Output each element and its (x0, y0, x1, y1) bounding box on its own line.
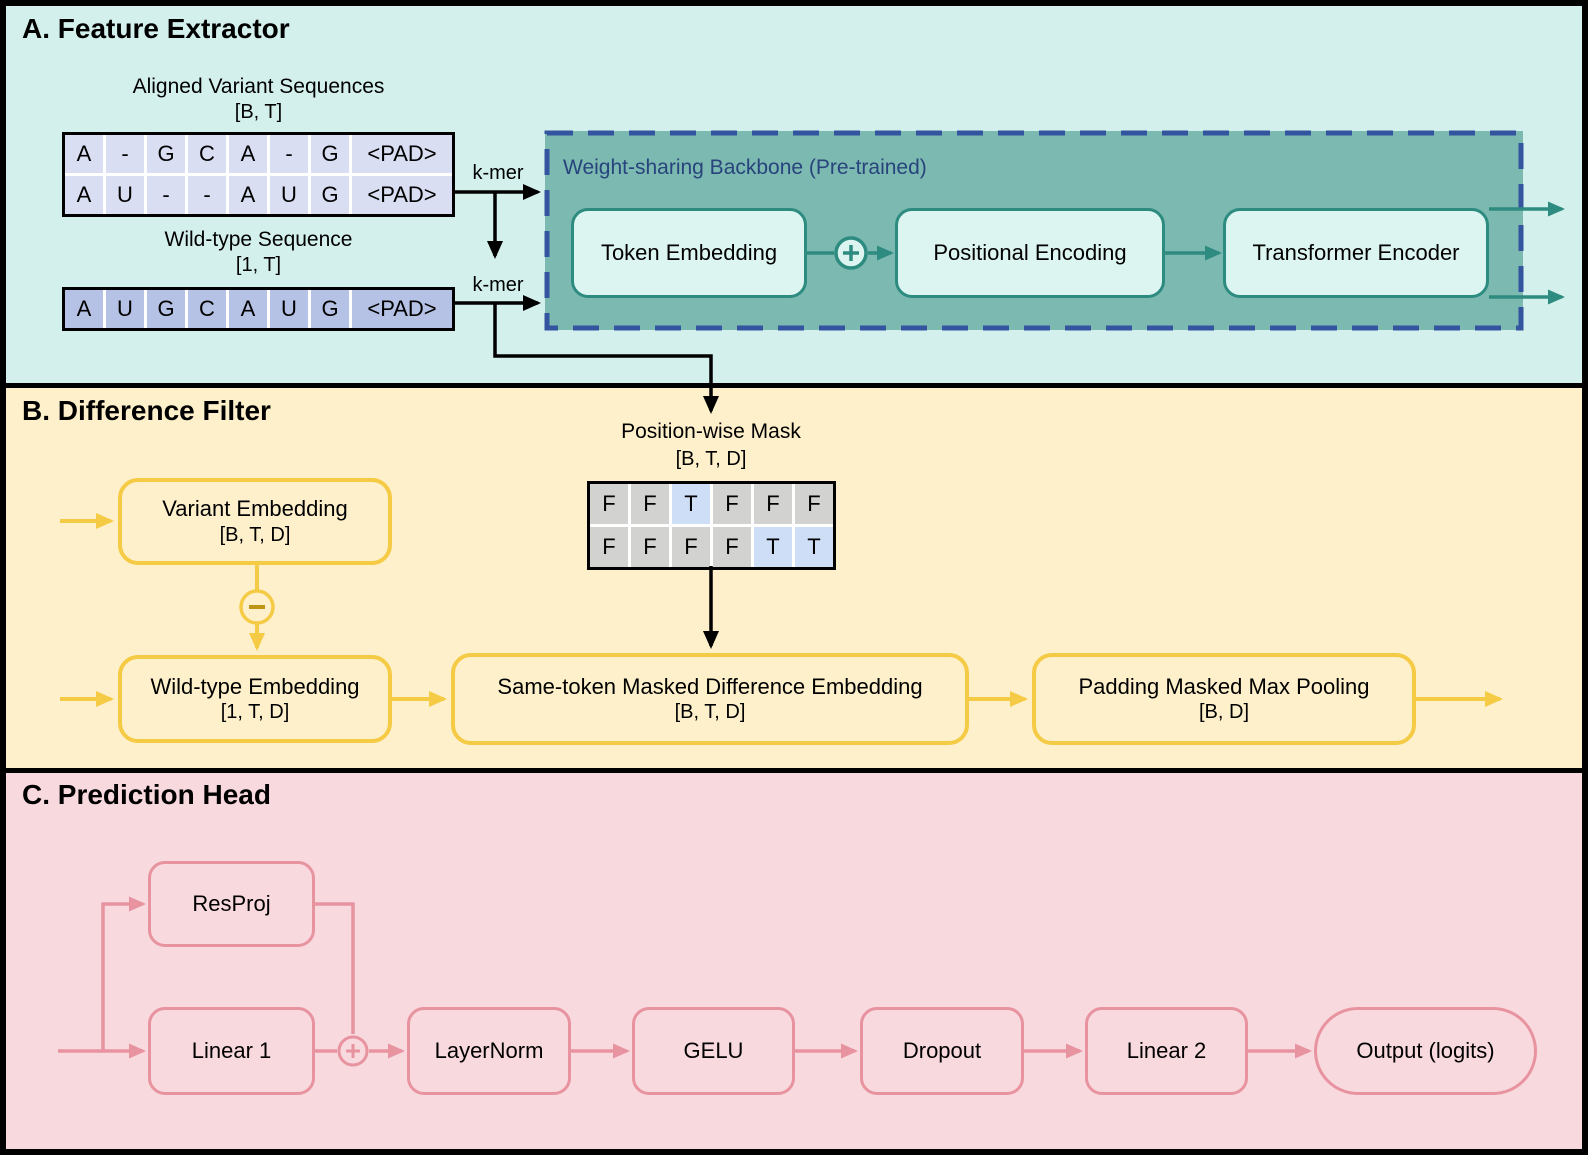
positional-encoding-box: Positional Encoding (895, 208, 1165, 298)
mask-cell: F (672, 527, 710, 567)
positional-encoding-label: Positional Encoding (933, 240, 1127, 266)
sequence-cell: U (270, 176, 308, 214)
kmer-label-bottom: k-mer (472, 274, 524, 296)
sequence-cell: G (147, 290, 185, 328)
token-embedding-box: Token Embedding (571, 208, 807, 298)
resproj-box: ResProj (148, 861, 315, 947)
mask-cell: T (672, 484, 710, 524)
mask-cell: F (590, 527, 628, 567)
mask-cell: F (631, 484, 669, 524)
layernorm-label: LayerNorm (434, 1038, 544, 1064)
wildtype-embedding-box: Wild-type Embedding [1, T, D] (118, 655, 392, 743)
sequence-cell: C (188, 135, 226, 173)
sequence-cell: G (311, 135, 349, 173)
dropout-box: Dropout (860, 1007, 1024, 1095)
sequence-cell: <PAD> (352, 176, 452, 214)
sequence-cell: C (188, 290, 226, 328)
sequence-cell: - (106, 135, 144, 173)
sequence-cell: U (106, 290, 144, 328)
mask-cell: F (713, 527, 751, 567)
sequence-cell: - (270, 135, 308, 173)
transformer-encoder-box: Transformer Encoder (1223, 208, 1489, 298)
variant-embedding-box: Variant Embedding [B, T, D] (118, 478, 392, 565)
gelu-label: GELU (683, 1038, 744, 1064)
variant-table-label: Aligned Variant Sequences (132, 75, 385, 98)
wildtype-embedding-label: Wild-type Embedding (150, 673, 360, 699)
sequence-cell: A (65, 135, 103, 173)
linear1-box: Linear 1 (148, 1007, 315, 1095)
token-embedding-label: Token Embedding (600, 240, 778, 266)
sequence-cell: - (188, 176, 226, 214)
gelu-box: GELU (632, 1007, 795, 1095)
mask-cell: F (590, 484, 628, 524)
sequence-cell: G (147, 135, 185, 173)
sequence-cell: <PAD> (352, 135, 452, 173)
sequence-cell: A (229, 176, 267, 214)
linear2-label: Linear 2 (1126, 1038, 1207, 1064)
wildtype-table-dims: [1, T] (235, 254, 282, 276)
sequence-cell: <PAD> (352, 290, 452, 328)
sequence-cell: - (147, 176, 185, 214)
output-logits-label: Output (logits) (1356, 1038, 1495, 1064)
variant-table-dims: [B, T] (234, 101, 283, 123)
wildtype-table-label: Wild-type Sequence (164, 228, 353, 251)
max-pooling-box: Padding Masked Max Pooling [B, D] (1032, 653, 1416, 745)
mask-cell: T (795, 527, 833, 567)
wildtype-embedding-dims: [1, T, D] (220, 701, 290, 724)
same-token-dims: [B, T, D] (674, 701, 746, 724)
transformer-encoder-label: Transformer Encoder (1252, 240, 1460, 266)
mask-cell: F (795, 484, 833, 524)
section-c-title: C. Prediction Head (22, 779, 271, 810)
max-pooling-label: Padding Masked Max Pooling (1078, 673, 1370, 699)
sequence-cell: U (106, 176, 144, 214)
layernorm-box: LayerNorm (407, 1007, 571, 1095)
max-pooling-dims: [B, D] (1198, 701, 1249, 724)
sequence-cell: A (229, 135, 267, 173)
mask-cell: F (754, 484, 792, 524)
linear2-box: Linear 2 (1085, 1007, 1248, 1095)
same-token-label: Same-token Masked Difference Embedding (497, 673, 923, 699)
sequence-cell: U (270, 290, 308, 328)
section-a-title: A. Feature Extractor (22, 13, 290, 44)
resproj-label: ResProj (192, 891, 271, 917)
position-wise-mask-table: F F T F F F F F F F T T (587, 481, 836, 570)
linear1-label: Linear 1 (191, 1038, 272, 1064)
variant-sequence-table: A - G C A - G <PAD> A U - - A U G <PAD> (62, 132, 455, 217)
mask-dims: [B, T, D] (675, 448, 747, 470)
same-token-box: Same-token Masked Difference Embedding [… (451, 653, 969, 745)
output-logits-box: Output (logits) (1314, 1007, 1537, 1095)
kmer-label-top: k-mer (472, 162, 524, 184)
wildtype-sequence-table: A U G C A U G <PAD> (62, 287, 455, 331)
sequence-cell: A (65, 176, 103, 214)
mask-cell: F (631, 527, 669, 567)
dropout-label: Dropout (902, 1038, 982, 1064)
variant-embedding-dims: [B, T, D] (219, 523, 291, 546)
mask-label: Position-wise Mask (621, 420, 801, 443)
sequence-cell: A (229, 290, 267, 328)
sequence-cell: G (311, 290, 349, 328)
variant-embedding-label: Variant Embedding (162, 496, 348, 522)
sequence-cell: G (311, 176, 349, 214)
section-b-title: B. Difference Filter (22, 395, 271, 426)
sequence-cell: A (65, 290, 103, 328)
backbone-title: Weight-sharing Backbone (Pre-trained) (563, 156, 927, 179)
mask-cell: T (754, 527, 792, 567)
mask-cell: F (713, 484, 751, 524)
